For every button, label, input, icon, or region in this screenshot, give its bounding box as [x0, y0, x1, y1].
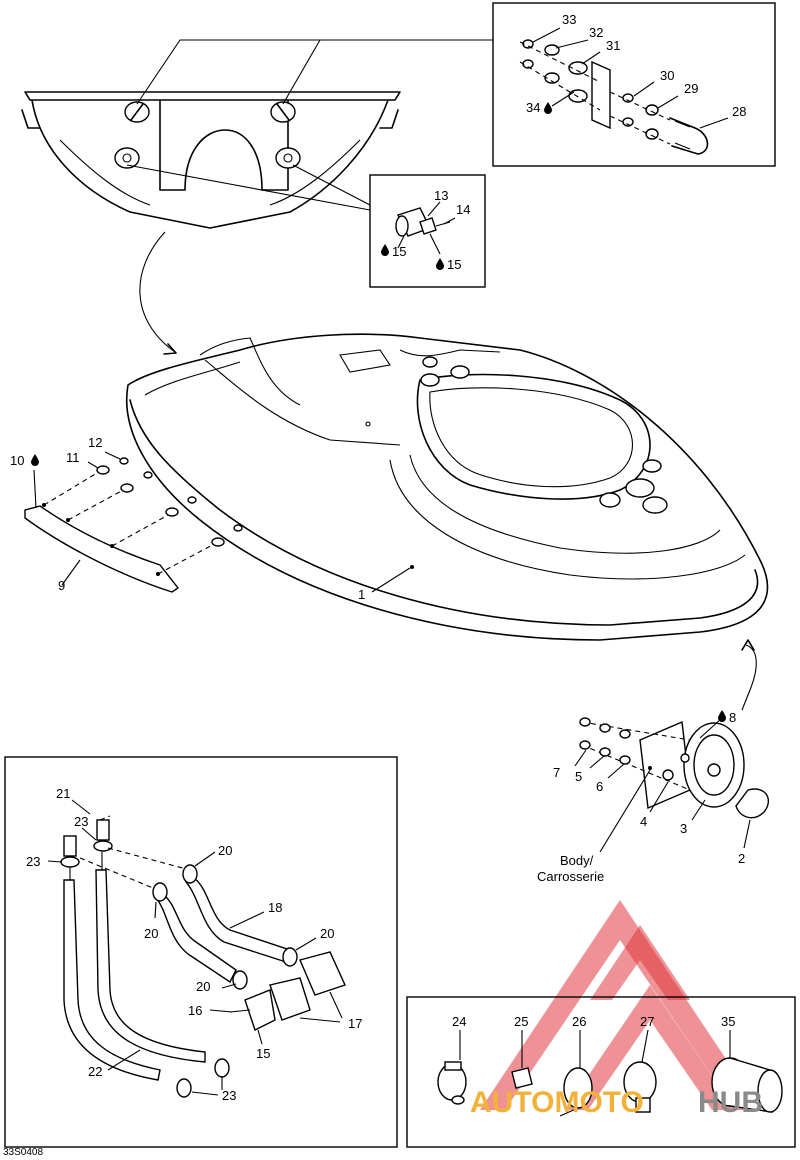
callout-10: 10 [10, 453, 24, 468]
sealant-drop-icon [436, 258, 444, 270]
callout-7: 7 [553, 765, 560, 780]
body-label-line1: Body/ [560, 853, 594, 868]
detail-box-grab-handle [492, 2, 776, 167]
callout-4: 4 [640, 814, 647, 829]
diagram-code: 33S0408 [3, 1147, 43, 1158]
callout-30: 30 [660, 68, 674, 83]
callout-19: 18 [268, 900, 282, 915]
detail-box-clamps [406, 996, 796, 1148]
callout-18: 17 [348, 1016, 362, 1031]
rub-rail-assembly [24, 451, 243, 593]
callout-35: 35 [721, 1014, 735, 1029]
watermark-text-2: HUB [698, 1086, 763, 1119]
callout-5: 5 [575, 769, 582, 784]
sealant-drop-icon [31, 454, 39, 466]
callout-11: 11 [66, 450, 80, 465]
callout-15a: 15 [392, 244, 406, 259]
callout-24: 24 [452, 1014, 466, 1029]
callout-21: 21 [56, 786, 70, 801]
callout-20b: 20 [144, 926, 158, 941]
callout-17: 16 [188, 1003, 202, 1018]
sealant-drop-icon [718, 710, 726, 722]
callout-12: 12 [88, 435, 102, 450]
detail-box-hoses [4, 756, 398, 1148]
callout-2: 2 [738, 851, 745, 866]
callout-20c: 20 [320, 926, 334, 941]
callout-22: 22 [88, 1064, 102, 1079]
callout-32: 32 [589, 25, 603, 40]
callout-labels: 33 32 31 30 29 28 34 13 14 15 15 12 11 1… [3, 12, 746, 1158]
callout-6: 6 [596, 779, 603, 794]
callout-8: 8 [729, 710, 736, 725]
callout-1: 1 [358, 587, 365, 602]
callout-3: 3 [680, 821, 687, 836]
callout-9: 9 [58, 578, 65, 593]
callout-20d: 20 [196, 979, 210, 994]
sealant-drop-icon [381, 244, 389, 256]
callout-31: 31 [606, 38, 620, 53]
callout-26: 26 [572, 1014, 586, 1029]
callout-23b: 23 [26, 854, 40, 869]
callout-27: 27 [640, 1014, 654, 1029]
side-mount-assembly [574, 639, 769, 853]
callout-25: 25 [514, 1014, 528, 1029]
callout-23a: 23 [74, 814, 88, 829]
callout-15b: 15 [447, 257, 461, 272]
callout-33: 33 [562, 12, 576, 27]
deck-underside-view [21, 39, 493, 355]
callout-16: 15 [256, 1046, 270, 1061]
callout-14: 14 [456, 202, 470, 217]
callout-23c: 23 [222, 1088, 236, 1103]
callout-20a: 20 [218, 843, 232, 858]
sealant-drop-icon [544, 102, 552, 114]
callout-34: 34 [526, 100, 540, 115]
hull-body [126, 333, 769, 641]
callout-28: 28 [732, 104, 746, 119]
callout-29: 29 [684, 81, 698, 96]
watermark-text-1: AUTOMOTO [470, 1086, 644, 1119]
body-label-line2: Carrosserie [537, 869, 604, 884]
detail-box-drain-plug [369, 174, 486, 288]
callout-13: 13 [434, 188, 448, 203]
